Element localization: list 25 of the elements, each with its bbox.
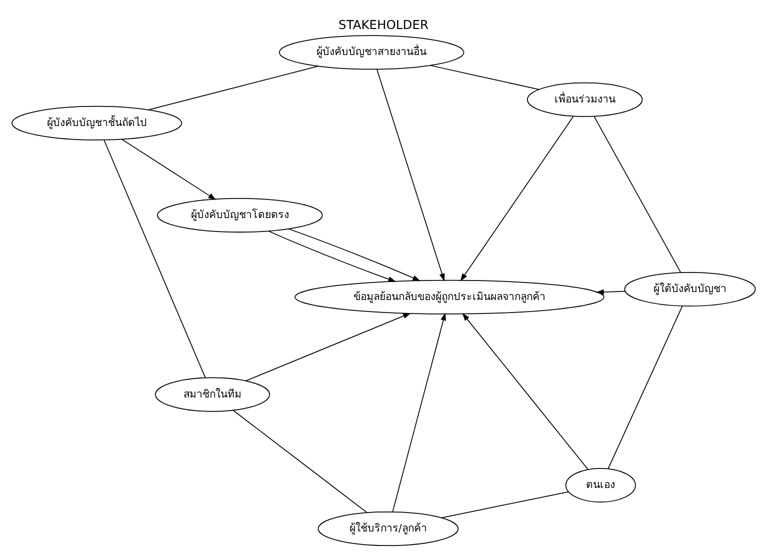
node-ellipse: สมาชิกในทีม xyxy=(154,376,270,412)
node-ellipse: ผู้ใช้บริการ/ลูกค้า xyxy=(318,511,459,546)
arrow xyxy=(288,228,421,281)
connector xyxy=(232,409,368,512)
arrow xyxy=(245,312,411,381)
connector xyxy=(148,65,319,110)
connector xyxy=(104,139,206,378)
node-ellipse: เพื่อนร่วมงาน xyxy=(526,82,643,116)
connector xyxy=(430,64,540,90)
connector xyxy=(594,116,682,272)
arrow xyxy=(596,288,626,294)
arrow xyxy=(460,115,574,281)
arrow xyxy=(392,312,446,512)
arrow xyxy=(376,68,445,281)
connector xyxy=(608,305,683,469)
arrow xyxy=(462,312,588,470)
node-ellipse: ผู้บังคับบัญชาโดยตรง xyxy=(156,198,323,232)
diagram-title: STAKEHOLDER xyxy=(338,17,428,32)
node-ellipse: ผู้บังคับบัญชาสายงานอื่น xyxy=(278,34,464,70)
node-ellipse: ตนเอง xyxy=(565,467,636,502)
node-ellipse: ผู้ใต้บังคับบัญชา xyxy=(624,271,756,306)
connector xyxy=(441,490,570,518)
node-ellipse: ผู้บังคับบัญชาชั้นถัดไป xyxy=(12,105,182,140)
arrow xyxy=(121,138,216,200)
arrow xyxy=(268,230,396,282)
